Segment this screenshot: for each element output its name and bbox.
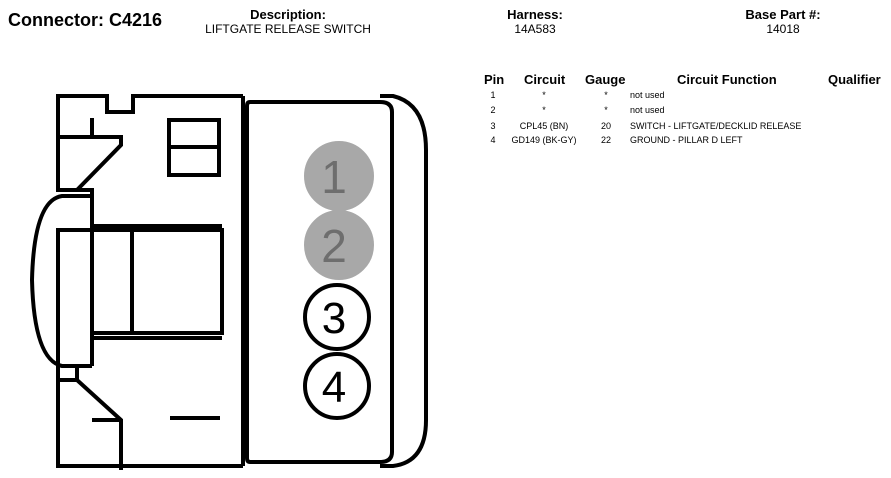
pin-cavity-2: 2 bbox=[304, 210, 374, 280]
row-gauge: 20 bbox=[600, 121, 611, 131]
table-row: 4 GD149 (BK-GY) 22 GROUND - PILLAR D LEF… bbox=[480, 135, 888, 150]
connector-title: Connector: C4216 bbox=[8, 10, 163, 30]
description-label: Description: bbox=[250, 7, 326, 22]
pin-1-label: 1 bbox=[321, 151, 347, 203]
pin-cavity-4: 4 bbox=[303, 352, 371, 420]
table-row: 1 * * not used bbox=[480, 90, 888, 105]
table-row: 3 CPL45 (BN) 20 SWITCH - LIFTGATE/DECKLI… bbox=[480, 121, 888, 136]
row-circuit: CPL45 (BN) bbox=[519, 121, 569, 131]
row-function: not used bbox=[630, 90, 665, 100]
qualifier-header: Qualifier bbox=[828, 72, 881, 87]
base-part-block: Base Part #: 14018 bbox=[723, 7, 843, 36]
pin-3-circle bbox=[303, 283, 371, 351]
row-function: SWITCH - LIFTGATE/DECKLID RELEASE bbox=[630, 121, 802, 131]
connector-housing bbox=[29, 94, 245, 470]
table-row: 2 * * not used bbox=[480, 105, 888, 120]
base-part-value: 14018 bbox=[766, 22, 800, 36]
pin-cavity-3: 3 bbox=[303, 283, 371, 351]
pin-cavity-1: 1 bbox=[304, 141, 374, 211]
pin-2-label: 2 bbox=[321, 220, 347, 272]
row-circuit: GD149 (BK-GY) bbox=[511, 135, 577, 145]
row-pin: 1 bbox=[490, 90, 496, 100]
row-pin: 3 bbox=[490, 121, 496, 131]
pin-2-circle bbox=[304, 210, 374, 280]
harness-value: 14A583 bbox=[514, 22, 556, 36]
circuit-header: Circuit bbox=[524, 72, 566, 87]
description-block: Description: LIFTGATE RELEASE SWITCH bbox=[188, 7, 388, 36]
connector-body bbox=[245, 94, 428, 468]
row-function: GROUND - PILLAR D LEFT bbox=[630, 135, 743, 145]
row-gauge: * bbox=[604, 90, 608, 100]
function-header: Circuit Function bbox=[677, 72, 777, 87]
base-part-label: Base Part #: bbox=[745, 7, 821, 22]
pin-header: Pin bbox=[484, 72, 505, 87]
pin-4-label: 4 bbox=[322, 363, 346, 412]
row-pin: 2 bbox=[490, 105, 496, 115]
row-circuit: * bbox=[542, 90, 546, 100]
description-value: LIFTGATE RELEASE SWITCH bbox=[205, 22, 371, 36]
row-circuit: * bbox=[542, 105, 546, 115]
row-gauge: 22 bbox=[600, 135, 611, 145]
pin-4-circle bbox=[303, 352, 371, 420]
harness-block: Harness: 14A583 bbox=[485, 7, 585, 36]
row-function: not used bbox=[630, 105, 665, 115]
row-gauge: * bbox=[604, 105, 608, 115]
harness-label: Harness: bbox=[507, 7, 563, 22]
gauge-header: Gauge bbox=[585, 72, 626, 87]
pin-3-label: 3 bbox=[322, 294, 346, 343]
row-pin: 4 bbox=[490, 135, 496, 145]
